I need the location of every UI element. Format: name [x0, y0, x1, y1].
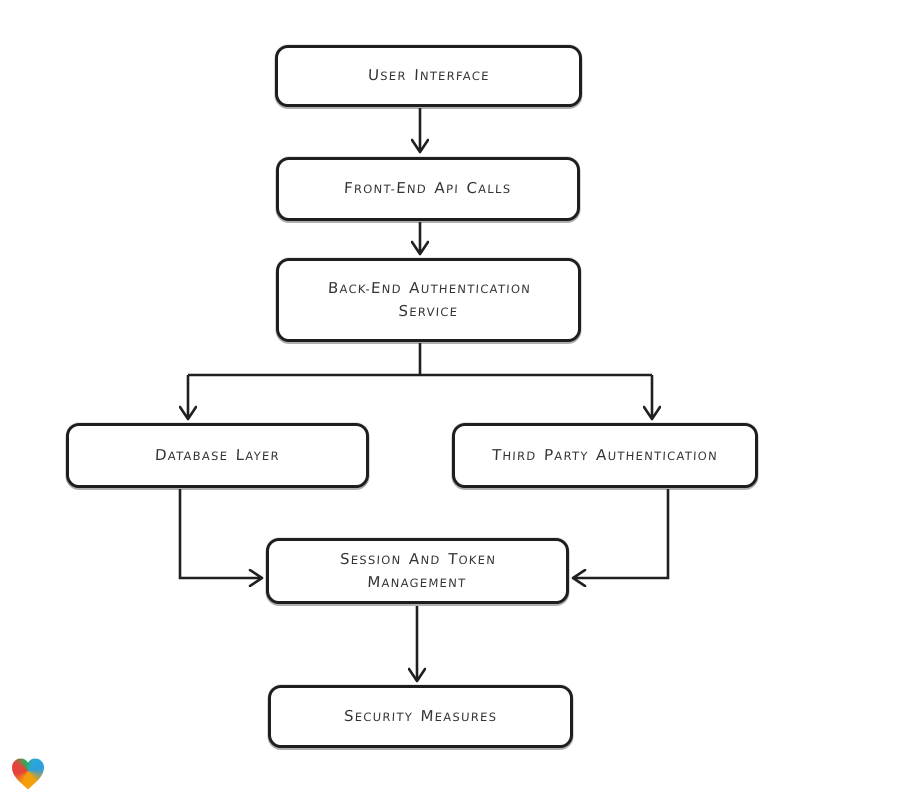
- node-database-layer[interactable]: DATABASE LAYER: [66, 423, 369, 488]
- node-third-party-authentication-label: THIRD PARTY AUTHENTICATION: [491, 445, 719, 464]
- node-back-end-authentication-service-label: BACK-END AUTHENTICATION SERVICE: [327, 278, 532, 320]
- watermark: [10, 757, 46, 793]
- connector-thirdparty-to-session: [573, 489, 670, 578]
- connector-database-to-session: [178, 489, 262, 578]
- node-third-party-authentication[interactable]: THIRD PARTY AUTHENTICATION: [452, 423, 758, 488]
- node-front-end-api-calls[interactable]: FRONT-END API CALLS: [276, 157, 580, 221]
- node-session-and-token-management[interactable]: SESSION AND TOKEN MANAGEMENT: [266, 538, 569, 604]
- node-user-interface[interactable]: USER INTERFACE: [275, 45, 582, 107]
- node-back-end-authentication-service[interactable]: BACK-END AUTHENTICATION SERVICE: [276, 258, 581, 342]
- node-session-and-token-management-label: SESSION AND TOKEN MANAGEMENT: [339, 549, 497, 591]
- heart-gradient-icon: [10, 757, 46, 792]
- node-security-measures[interactable]: SECURITY MEASURES: [268, 685, 573, 748]
- node-front-end-api-calls-label: FRONT-END API CALLS: [343, 179, 513, 198]
- node-security-measures-label: SECURITY MEASURES: [343, 706, 498, 725]
- node-user-interface-label: USER INTERFACE: [367, 66, 490, 85]
- node-database-layer-label: DATABASE LAYER: [154, 445, 281, 464]
